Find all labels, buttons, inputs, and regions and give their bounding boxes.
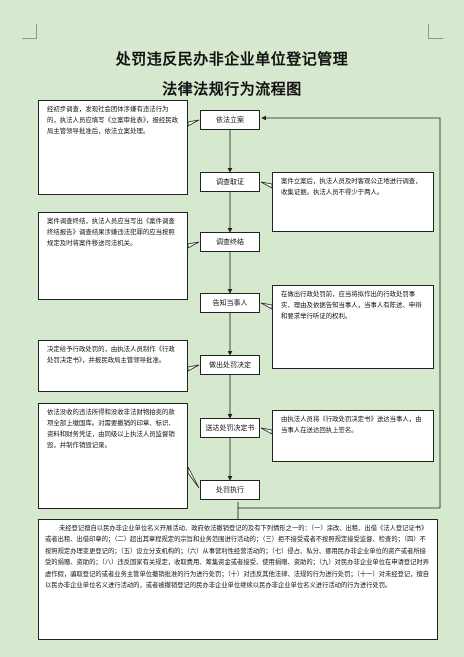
page-title-line1: 处罚违反民办非企业单位登记管理: [115, 50, 349, 68]
note-investigation-end: 案件调查终结，执法人员应当写出《案件调查终结报告》调查结果涉嫌违法犯罪的应当按照…: [38, 212, 188, 300]
note-serve-decision: 由执法人员将《行政处罚决定书》送达当事人，由当事人在送达回执上签名。: [272, 410, 434, 462]
crop-mark-top-left: [22, 24, 37, 39]
crop-mark-top-right: [428, 24, 443, 39]
note-penalty-decision: 决定给予行政处罚的，由执法人员制作《行政处罚决定书》，并报民政局主管领导批准。: [38, 340, 188, 392]
step-enforce: 处罚执行: [200, 480, 260, 500]
step-notify-party: 告知当事人: [200, 293, 260, 313]
scope-of-violations: 未经登记擅自以民办非企业单位名义开展活动、政府依法撤销登记的及有下列情形之一的：…: [38, 519, 438, 640]
step-investigation-end: 调查终结: [200, 232, 260, 252]
note-investigate: 案件立案后，执法人员及时客观公正地进行调查，收集证据。执法人员不得少于两人。: [272, 172, 434, 232]
note-notify-party: 在做出行政处罚前，应当将拟作出的行政处罚事实、理由及依据告知当事人，当事人有陈述…: [272, 285, 434, 369]
step-serve-decision: 送达处罚决定书: [200, 418, 260, 438]
note-enforce: 依法没收的违法所得和没收非法财物拍卖的款项全部上缴国库。对需要撤销的印章、标识、…: [38, 403, 188, 509]
note-file-case: 经初步调查，发现社会团体涉嫌有违法行为的，执法人员应填写《立案审批表》，报经民政…: [38, 100, 188, 195]
step-file-case: 依法立案: [200, 110, 260, 130]
step-penalty-decision: 做出处罚决定: [200, 355, 260, 375]
page-title-line2: 法律法规行为流程图: [162, 80, 302, 98]
step-investigate: 调查取证: [200, 172, 260, 192]
